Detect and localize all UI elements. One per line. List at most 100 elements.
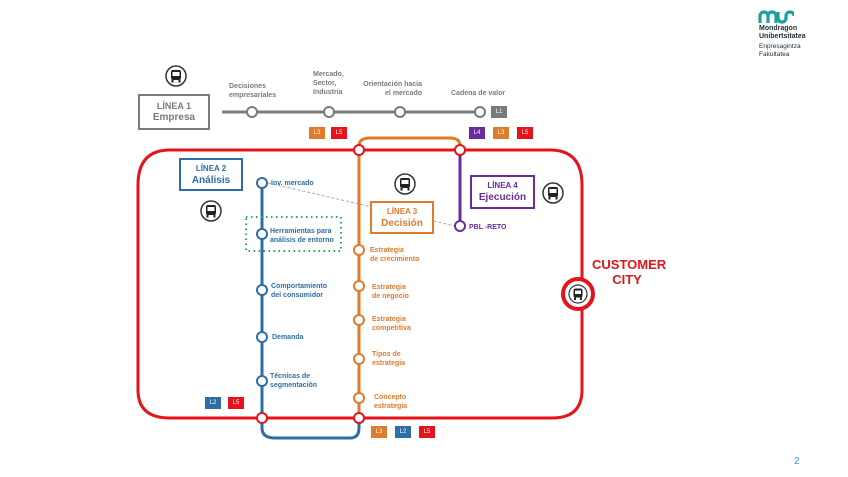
bus-icon-line2 — [200, 200, 222, 222]
label-line: análisis de entorno — [270, 237, 334, 244]
interchange-top-l3 — [353, 144, 365, 156]
logo-faculty-line2: Fakultatea — [759, 51, 790, 58]
station-l1-decisiones — [246, 106, 258, 118]
l3-stop-crecimiento-label: Estrategia de crecimiento — [370, 246, 419, 264]
label-line: del consumidor — [271, 292, 324, 299]
bus-icon-line3 — [394, 173, 416, 195]
station-l2-tecnicas — [256, 375, 268, 387]
line3-box: LÍNEA 3 Decisión — [370, 201, 434, 234]
line4-box-subtitle: Ejecución — [478, 192, 527, 203]
label-line: estrategia — [374, 403, 408, 410]
l1-stop-mercado-label: Mercado, Sector, Industria — [313, 70, 344, 97]
station-l2-herramientas — [256, 228, 268, 240]
highlight-box — [245, 216, 342, 252]
line3-box-subtitle: Decisión — [381, 218, 423, 229]
tag-l5: L5 — [517, 127, 533, 139]
interchange-top-l4 — [454, 144, 466, 156]
page-number: 2 — [794, 456, 800, 467]
l3-stop-negocio-label: Estrategia de negocio — [372, 283, 409, 301]
logo-name-line2: Unibertsitatea — [759, 33, 806, 40]
line1-box: LÍNEA 1 Empresa — [138, 94, 210, 130]
l1-stop-decisiones-label: Decisiones empresariales — [229, 82, 276, 100]
tag-l2: L2 — [395, 426, 411, 438]
station-l1-orientacion — [394, 106, 406, 118]
station-l1-mercado — [323, 106, 335, 118]
label-line: Comportamiento — [271, 283, 327, 290]
line1-box-title: LÍNEA 1 — [156, 101, 192, 111]
l3-stop-competitiva-label: Estrategia competitiva — [372, 315, 411, 333]
tag-l4: L4 — [469, 127, 485, 139]
station-l3-tipos — [353, 353, 365, 365]
tag-l5: L5 — [228, 397, 244, 409]
l2-stop-tecnicas-label: Técnicas de segmentación — [270, 372, 317, 390]
station-l3-negocio — [353, 280, 365, 292]
tag-l3: L3 — [493, 127, 509, 139]
l2-stop-inv-mercado-label: Inv. mercado — [271, 180, 314, 187]
station-l2-demanda — [256, 331, 268, 343]
dashed-connector — [267, 182, 456, 227]
customer-city-line1: CUSTOMER — [592, 257, 667, 272]
label-line: el mercado — [385, 90, 422, 97]
label-line: Concepto — [374, 394, 407, 401]
l2-stop-herramientas-label: Herramientas para análisis de entorno — [270, 227, 334, 245]
tag-l2: L2 — [205, 397, 221, 409]
line2-box-subtitle: Análisis — [191, 175, 231, 186]
l4-stop-pbl-label: PBL -RETO — [469, 224, 507, 231]
mondragon-logo-icon — [758, 10, 794, 24]
bus-icon-line1 — [165, 65, 187, 87]
station-l1-cadena — [474, 106, 486, 118]
interchange-bottom-l3 — [353, 412, 365, 424]
line4-box-title: LÍNEA 4 — [487, 181, 518, 190]
label-line: Mercado, — [313, 71, 344, 78]
l2-stop-demanda-label: Demanda — [272, 334, 304, 341]
line3-box-title: LÍNEA 3 — [386, 207, 418, 216]
logo-name-line1: Mondragon — [759, 25, 798, 32]
l1-stop-cadena-label: Cadena de valor — [451, 90, 506, 97]
l3-stop-concepto-label: Concepto estrategia — [374, 393, 407, 411]
bus-icon-line4 — [542, 182, 564, 204]
label-line: segmentación — [270, 382, 318, 389]
logo-university-name: Mondragon Unibertsitatea — [759, 25, 806, 41]
label-line: Tipos de — [372, 351, 401, 358]
tag-l5: L5 — [419, 426, 435, 438]
label-line: competitiva — [372, 325, 411, 332]
bus-icon-customer-city — [568, 284, 588, 304]
logo-faculty-line1: Enpresagintza — [759, 43, 801, 50]
tag-l3: L3 — [371, 426, 387, 438]
label-line: Decisiones — [229, 83, 266, 90]
tag-l5: L5 — [331, 127, 347, 139]
station-l2-comportamiento — [256, 284, 268, 296]
tag-l3: L3 — [309, 127, 325, 139]
customer-city-label: CUSTOMER CITY — [592, 257, 667, 287]
station-l2-inv-mercado — [256, 177, 268, 189]
logo-faculty-name: Enpresagintza Fakultatea — [759, 43, 801, 59]
line5-track — [136, 148, 584, 420]
interchange-bottom-l2 — [256, 412, 268, 424]
line2-track — [260, 183, 361, 440]
label-line: de negocio — [372, 293, 409, 300]
label-line: Estrategia — [372, 284, 406, 291]
tag-l1: L1 — [491, 106, 507, 118]
label-line: Herramientas para — [270, 228, 332, 235]
line2-box: LÍNEA 2 Análisis — [179, 158, 243, 191]
label-line: estrategia — [372, 360, 406, 367]
customer-city-line2: CITY — [612, 272, 642, 287]
label-line: Orientación hacia — [363, 81, 422, 88]
line4-box: LÍNEA 4 Ejecución — [470, 175, 535, 209]
station-l4-pbl — [454, 220, 466, 232]
station-l3-concepto — [353, 392, 365, 404]
station-l3-crecimiento — [353, 244, 365, 256]
label-line: empresariales — [229, 92, 277, 99]
label-line: Estrategia — [372, 316, 406, 323]
label-line: de crecimiento — [370, 256, 420, 263]
l2-stop-comportamiento-label: Comportamiento del consumidor — [271, 282, 327, 300]
l3-stop-tipos-label: Tipos de estrategia — [372, 350, 405, 368]
label-line: Industria — [313, 89, 343, 96]
l1-stop-orientacion-label: Orientación hacia el mercado — [360, 80, 422, 98]
line1-box-subtitle: Empresa — [152, 112, 196, 123]
line3-top-arc — [357, 136, 462, 150]
label-line: Estrategia — [370, 247, 404, 254]
line2-box-title: LÍNEA 2 — [195, 164, 227, 173]
station-l3-competitiva — [353, 314, 365, 326]
